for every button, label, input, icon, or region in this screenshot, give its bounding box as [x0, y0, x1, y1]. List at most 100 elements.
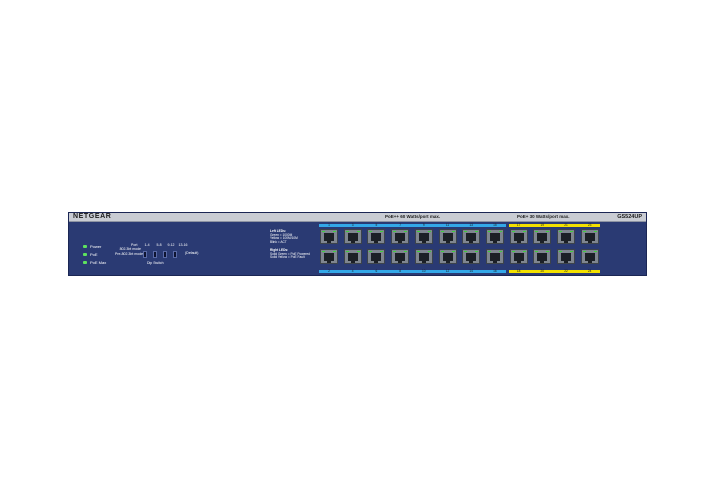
rj45-port-24[interactable]: [580, 249, 599, 264]
status-led-poe-max: PoE Max: [83, 258, 106, 266]
port-right-led-icon: [546, 231, 550, 232]
rj45-port-22[interactable]: [557, 249, 575, 264]
dip-switch-4[interactable]: [173, 251, 177, 258]
port-number-label: 6: [375, 269, 378, 273]
rj45-port-12[interactable]: [438, 249, 457, 264]
port-latch: [492, 261, 497, 263]
rj45-port-15[interactable]: [485, 229, 504, 244]
port-latch: [327, 261, 331, 263]
port-right-led-icon: [451, 231, 455, 232]
status-led-poe: PoE: [83, 250, 106, 258]
port-right-led-icon: [546, 251, 550, 252]
port-latch: [445, 261, 450, 263]
port-jack: [418, 233, 429, 241]
poe-max-led-label: PoE Max: [90, 259, 107, 265]
dip-default-label: (Default): [185, 251, 199, 255]
port-left-led-icon: [511, 251, 515, 252]
port-latch: [516, 241, 521, 243]
port-right-led-icon: [593, 251, 597, 252]
port-left-led-icon: [440, 231, 444, 232]
port-right-led-icon: [404, 231, 408, 232]
port-jack: [442, 253, 453, 261]
port-left-led-icon: [369, 251, 373, 252]
port-left-led-icon: [582, 231, 586, 232]
port-jack: [584, 233, 595, 241]
dip-mode-bottom: Pre-802.3bt mode: [115, 251, 144, 256]
port-number-label: 15: [493, 223, 497, 227]
port-latch: [587, 261, 592, 263]
port-left-led-icon: [487, 231, 491, 232]
port-left-led-icon: [416, 231, 420, 232]
rj45-port-16[interactable]: [485, 249, 504, 264]
dip-switch-1[interactable]: [143, 251, 147, 258]
rj45-port-14[interactable]: [462, 249, 481, 264]
port-jack: [371, 233, 382, 241]
port-latch: [492, 241, 497, 243]
port-number-label: 3: [351, 223, 354, 227]
port-jack: [489, 253, 500, 261]
port-left-led-icon: [535, 231, 539, 232]
port-latch: [564, 261, 568, 263]
port-left-led-icon: [345, 231, 349, 232]
port-number-label: 20: [540, 269, 545, 273]
dip-port-range: 5-8: [156, 243, 162, 247]
port-latch: [587, 241, 592, 243]
poe-max-led-icon: [83, 260, 87, 264]
port-latch: [327, 241, 331, 243]
port-number-label: 22: [564, 269, 568, 273]
dip-switch-caption: Dip Switch: [147, 261, 164, 265]
port-jack: [537, 253, 548, 261]
rj45-port-4[interactable]: [343, 249, 362, 264]
dip-switch-2[interactable]: [153, 251, 157, 258]
port-jack: [561, 233, 571, 241]
rj45-port-3[interactable]: [343, 229, 362, 244]
rj45-port-6[interactable]: [367, 249, 386, 264]
dip-switch-3[interactable]: [163, 251, 167, 258]
port-right-led-icon: [593, 231, 597, 232]
port-left-led-icon: [535, 251, 539, 252]
port-number-label: 14: [469, 269, 473, 273]
port-latch: [469, 241, 474, 243]
port-left-led-icon: [416, 251, 420, 252]
port-jack: [584, 253, 595, 261]
port-latch: [421, 261, 426, 263]
rj45-port-13[interactable]: [462, 229, 481, 244]
rj45-port-7[interactable]: [391, 229, 410, 244]
port-right-led-icon: [333, 231, 336, 232]
rj45-port-19[interactable]: [533, 229, 552, 244]
rj45-port-10[interactable]: [414, 249, 433, 264]
model-number: GS524UP: [617, 214, 642, 220]
legend-left-line: Yellow = 100M/10M: [270, 236, 298, 241]
rj45-port-9[interactable]: [414, 229, 433, 244]
rj45-port-20[interactable]: [533, 249, 552, 264]
status-led-power: Power: [83, 242, 106, 250]
port-right-led-icon: [498, 251, 502, 252]
port-left-led-icon: [582, 251, 586, 252]
status-leds: Power PoE PoE Max: [83, 242, 106, 266]
rj45-port-1[interactable]: [320, 229, 338, 244]
rj45-port-17[interactable]: [509, 229, 528, 244]
power-led-label: Power: [90, 243, 102, 249]
port-right-led-icon: [356, 251, 360, 252]
port-latch: [398, 241, 403, 243]
dip-switches: [143, 251, 183, 258]
rj45-port-21[interactable]: [557, 229, 575, 244]
port-latch: [469, 261, 474, 263]
port-latch: [564, 241, 568, 243]
port-jack: [466, 233, 477, 241]
rj45-port-8[interactable]: [391, 249, 410, 264]
rj45-port-11[interactable]: [438, 229, 457, 244]
port-right-led-icon: [451, 251, 455, 252]
dip-port-range: 9-12: [167, 243, 175, 247]
port-latch: [398, 261, 403, 263]
poe-plus-bottom-bar: [508, 270, 601, 273]
rj45-port-5[interactable]: [367, 229, 386, 244]
rj45-port-2[interactable]: [320, 249, 338, 264]
port-right-led-icon: [380, 231, 384, 232]
port-latch: [540, 241, 545, 243]
port-left-led-icon: [345, 251, 349, 252]
port-left-led-icon: [369, 231, 373, 232]
rj45-port-18[interactable]: [509, 249, 528, 264]
rj45-port-23[interactable]: [580, 229, 599, 244]
